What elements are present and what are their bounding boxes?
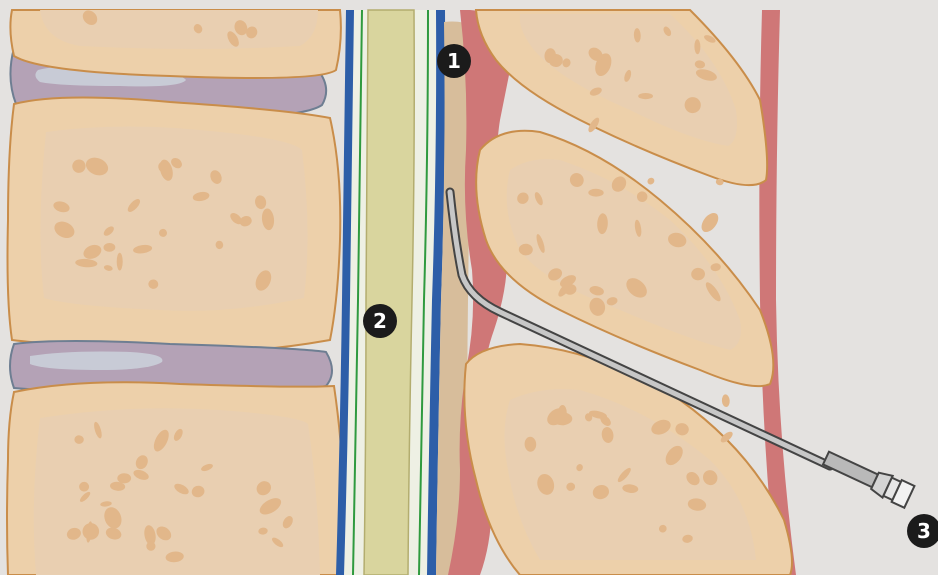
spinal-canal: [336, 10, 445, 575]
disc-nucleus-lower: [30, 352, 162, 371]
marker-2: 2: [363, 304, 397, 338]
marker-1-label: 1: [447, 49, 461, 73]
spinal-cord: [364, 10, 414, 575]
vertebral-body-top-inner: [40, 10, 318, 49]
bone-spot: [117, 253, 123, 271]
marker-2-label: 2: [373, 309, 387, 333]
bone-spot: [638, 93, 653, 99]
marker-3-label: 3: [917, 519, 931, 543]
marker-1: 1: [437, 44, 471, 78]
